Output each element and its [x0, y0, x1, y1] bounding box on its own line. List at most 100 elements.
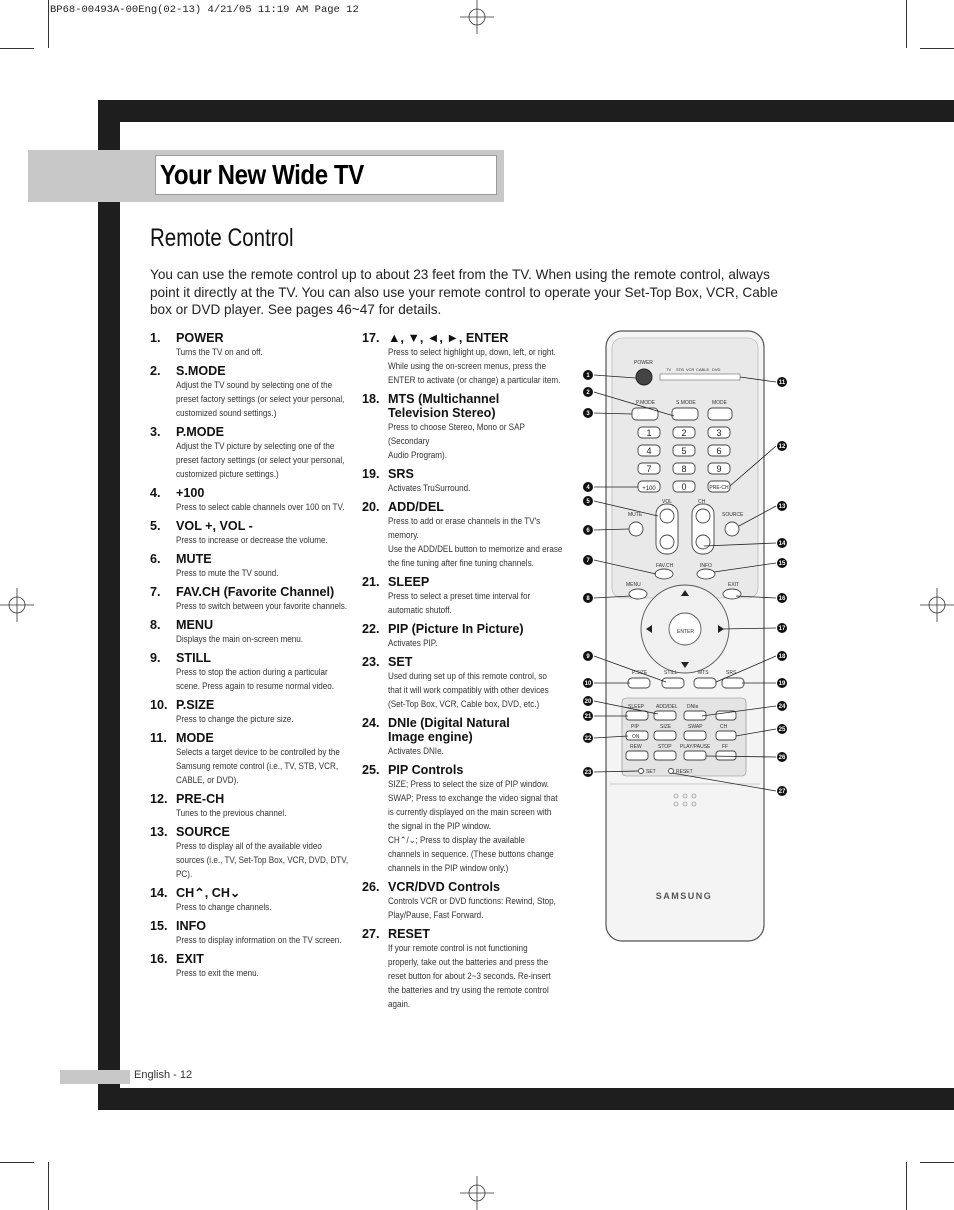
- set-button: [638, 768, 644, 774]
- item-title: SRS: [388, 467, 414, 481]
- remote-svg: .lbl{font-family:"Liberation Sans",sans-…: [583, 330, 787, 942]
- prech-button: [707, 480, 731, 493]
- callout-marker: [777, 377, 787, 387]
- digit-button: [672, 426, 696, 439]
- stop-label: STOP: [658, 744, 672, 750]
- stop-button: [653, 750, 677, 761]
- right-arrow-icon: [718, 625, 724, 633]
- callout-number: 1: [586, 373, 590, 379]
- menu-label: MENU: [626, 582, 641, 588]
- item-number: 11.: [150, 731, 167, 745]
- item-title: SET: [388, 655, 413, 669]
- item-heading: 27.RESET: [362, 927, 567, 941]
- item-description: Press to display information on the TV s…: [176, 935, 342, 945]
- callout-number: 18: [779, 654, 786, 660]
- callout-marker: [777, 752, 787, 762]
- item-heading: 12.PRE-CH: [150, 792, 355, 806]
- item-heading: 6. MUTE: [150, 552, 355, 566]
- item-description: Press to select cable channels over 100 …: [176, 502, 345, 512]
- callout-marker: [777, 538, 787, 548]
- power-button: [635, 368, 653, 386]
- item-title: SLEEP: [388, 575, 430, 589]
- enter-label: ENTER: [677, 629, 694, 635]
- still-button: [661, 677, 685, 689]
- callout-marker: [777, 678, 787, 688]
- list-item: 14.CH⌃, CH⌄Press to change channels.: [150, 886, 355, 914]
- item-number: 7.: [150, 585, 161, 599]
- page-footer: English - 12: [134, 1069, 193, 1081]
- item-number: 4.: [150, 486, 161, 500]
- speaker-dots: [673, 793, 697, 807]
- menu-button: [628, 588, 648, 600]
- exit-label: EXIT: [728, 582, 739, 588]
- item-number: 17.: [362, 331, 380, 345]
- item-number: 13.: [150, 825, 168, 839]
- rew-button: [625, 750, 649, 761]
- item-description: Press to add or erase channels in the TV…: [388, 516, 563, 568]
- item-number: 24.: [362, 716, 380, 730]
- pip-on-button: [625, 730, 649, 741]
- item-number: 25.: [362, 763, 380, 777]
- playpause-button: [683, 750, 707, 761]
- callout-marker: [777, 501, 787, 511]
- mode-label: MODE: [712, 400, 728, 406]
- digit-button: [672, 462, 696, 475]
- digit-label: 4: [646, 446, 651, 456]
- item-number: 5.: [150, 519, 161, 533]
- item-title: SOURCE: [176, 825, 230, 839]
- item-number: 6.: [150, 552, 161, 566]
- item-number: 15.: [150, 919, 168, 933]
- srs-label: SRS: [726, 670, 737, 676]
- callout-marker: [583, 496, 593, 506]
- list-item: 12.PRE-CH Tunes to the previous channel.: [150, 792, 355, 820]
- plus100-label: +100: [642, 486, 656, 492]
- callout-number: 14: [779, 541, 786, 547]
- item-number: 26.: [362, 880, 380, 894]
- pip-size-button: [653, 730, 677, 741]
- item-number: 14.: [150, 886, 168, 900]
- registration-mark: [460, 1176, 494, 1210]
- callout-marker: [583, 370, 593, 380]
- item-heading: 16.EXIT: [150, 952, 355, 966]
- item-heading: 1.POWER: [150, 331, 355, 345]
- crop-mark: [0, 48, 34, 49]
- item-number: 9.: [150, 651, 161, 665]
- digit-button: [707, 462, 731, 475]
- digit-label: 2: [681, 428, 686, 438]
- item-title: MUTE: [176, 552, 212, 566]
- callout-number: 6: [586, 528, 590, 534]
- item-heading: 11.MODE: [150, 731, 355, 745]
- pip-ch-down-button: [715, 730, 737, 741]
- item-number: 22.: [362, 622, 380, 636]
- item-description: Activates TruSurround.: [388, 483, 471, 493]
- item-heading: 8.MENU: [150, 618, 355, 632]
- digit-button: [637, 426, 661, 439]
- callout-number: 24: [779, 704, 786, 710]
- callout-number: 8: [586, 596, 590, 602]
- item-description: Tunes to the previous channel.: [176, 808, 287, 818]
- callout-number: 19: [779, 681, 786, 687]
- item-number: 3.: [150, 425, 161, 439]
- list-item: 18.MTS (Multichannel Television Stereo)P…: [362, 392, 567, 462]
- item-heading: 21.SLEEP: [362, 575, 567, 589]
- item-title: FAV.CH (Favorite Channel): [176, 585, 335, 599]
- callout-number: 3: [586, 411, 590, 417]
- smode-button: [671, 407, 699, 421]
- item-title: S.MODE: [176, 364, 226, 378]
- item-heading: 14.CH⌃, CH⌄: [150, 886, 355, 900]
- item-heading: 26.VCR/DVD Controls: [362, 880, 567, 894]
- pip-swap-button: [683, 730, 707, 741]
- callout-marker: [777, 593, 787, 603]
- item-description: Activates DNIe.: [388, 746, 444, 756]
- item-description: Controls VCR or DVD functions: Rewind, S…: [388, 896, 556, 920]
- item-heading: 7. FAV.CH (Favorite Channel): [150, 585, 355, 599]
- item-description: Press to select highlight up, down, left…: [388, 347, 561, 385]
- item-number: 20.: [362, 500, 380, 514]
- crop-mark: [0, 1162, 34, 1163]
- pip-on-label: ON: [632, 734, 640, 740]
- still-label: STILL: [664, 670, 678, 676]
- item-description: Press to change the picture size.: [176, 714, 294, 724]
